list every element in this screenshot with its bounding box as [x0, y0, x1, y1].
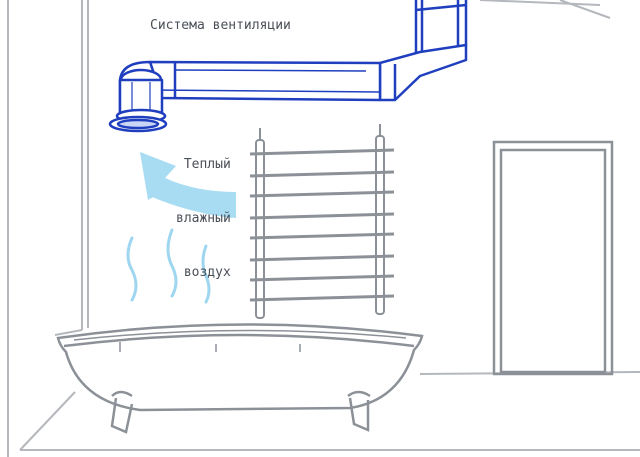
steam-icon — [126, 228, 211, 304]
door-icon — [492, 140, 614, 376]
warm-air-label: Теплый влажный воздух — [176, 120, 231, 318]
bathtub-icon — [56, 323, 424, 434]
warm-air-label-line1: Теплый — [183, 157, 231, 172]
warm-air-label-line3: воздух — [183, 265, 231, 280]
vent-duct-icon — [108, 0, 468, 133]
towel-rail-icon — [249, 124, 395, 319]
room-walls — [7, 0, 640, 457]
ventilation-system-label: Система вентиляции — [150, 18, 291, 33]
warm-air-label-line2: влажный — [176, 211, 231, 226]
warm-air-arrow-icon — [140, 152, 236, 218]
